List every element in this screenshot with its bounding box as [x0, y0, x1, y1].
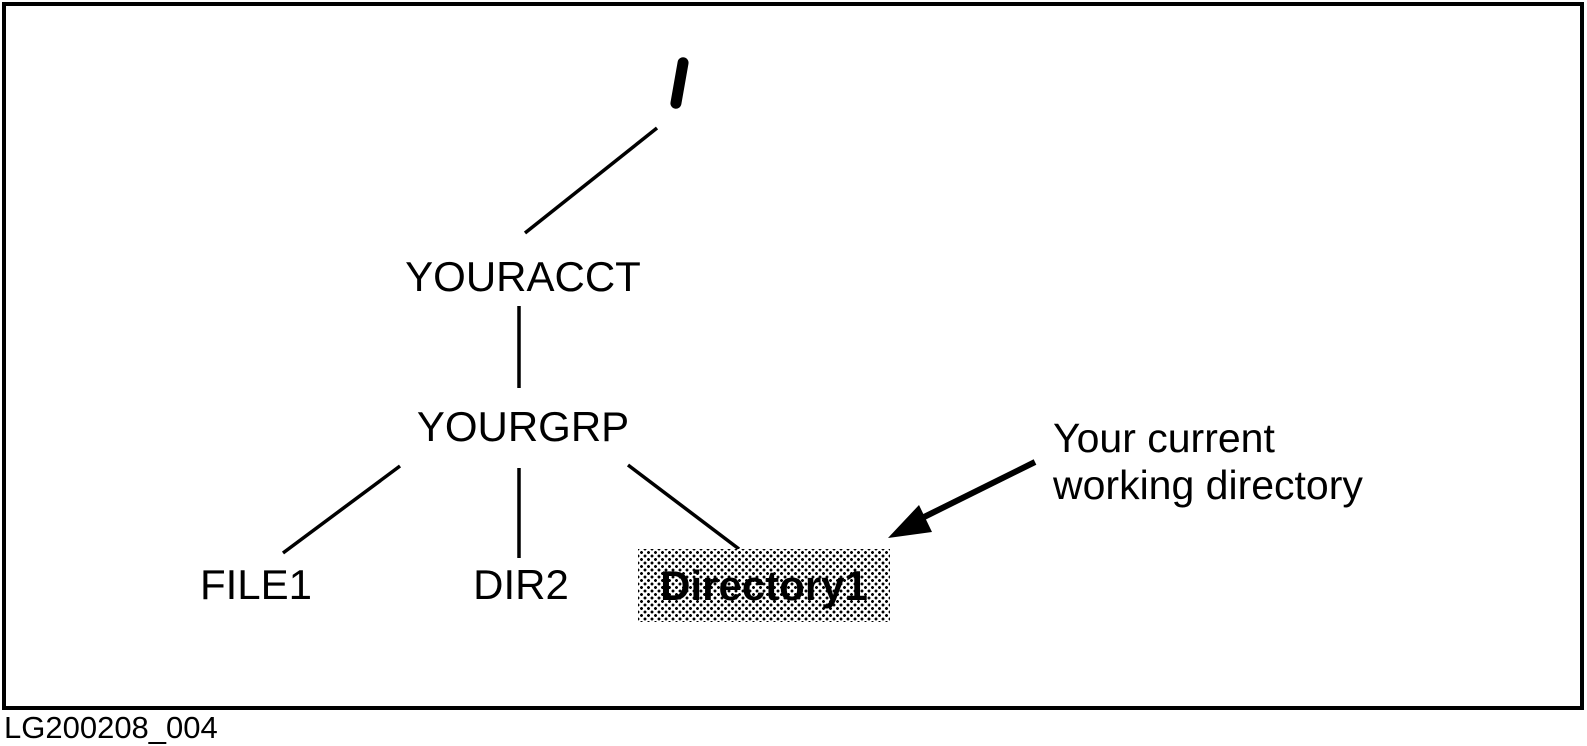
- tree-node-directory1: Directory1: [660, 561, 868, 609]
- tree-node-youracct: YOURACCT: [405, 253, 641, 300]
- figure-caption: LG200208_004: [4, 710, 218, 745]
- tree-node-dir2: DIR2: [473, 561, 569, 608]
- annotation-text: Your current working directory: [1053, 415, 1363, 509]
- tree-node-file1: FILE1: [199, 561, 313, 608]
- annotation-line-1: Your current: [1053, 415, 1275, 461]
- tree-node-yourgrp: YOURGRP: [416, 403, 630, 450]
- annotation-line-2: working directory: [1053, 462, 1363, 508]
- current-directory-highlight-box: Directory1: [638, 549, 890, 622]
